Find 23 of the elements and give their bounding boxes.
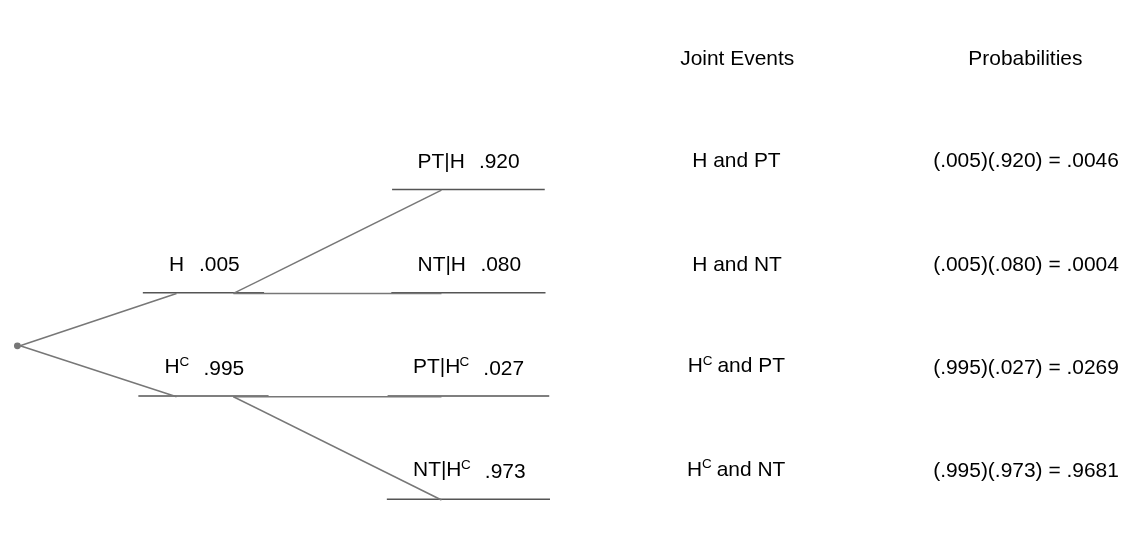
- label: H and PT: [692, 148, 781, 172]
- node-text: PT|H .920: [417, 149, 520, 173]
- connector: [232, 292, 443, 295]
- label: H$^{C}$ and NT: [686, 456, 786, 480]
- label: (.005)(.920) = .0046: [933, 148, 1119, 172]
- label: Probabilities: [968, 46, 1083, 70]
- connector: [232, 189, 443, 295]
- connector: [19, 345, 178, 398]
- node-text: PT|H$^{C}$ .027: [413, 353, 525, 379]
- label: H and NT: [692, 251, 782, 275]
- label: H$^{C}$ and PT: [687, 352, 785, 377]
- label: (.005)(.080) = .0004: [933, 251, 1119, 275]
- node-text: NT|H$^{C}$ .973: [413, 456, 526, 482]
- node-text: H$^{C}$ .995: [164, 353, 245, 379]
- connector: [232, 396, 443, 398]
- label: Joint Events: [680, 46, 795, 70]
- label: (.995)(.027) = .0269: [933, 354, 1119, 378]
- label: (.995)(.973) = .9681: [933, 458, 1119, 482]
- connector: [232, 396, 443, 501]
- node-text: NT|H .080: [417, 252, 522, 276]
- connector: [19, 292, 178, 347]
- node-text: H .005: [169, 252, 240, 276]
- node-point: [13, 342, 21, 350]
